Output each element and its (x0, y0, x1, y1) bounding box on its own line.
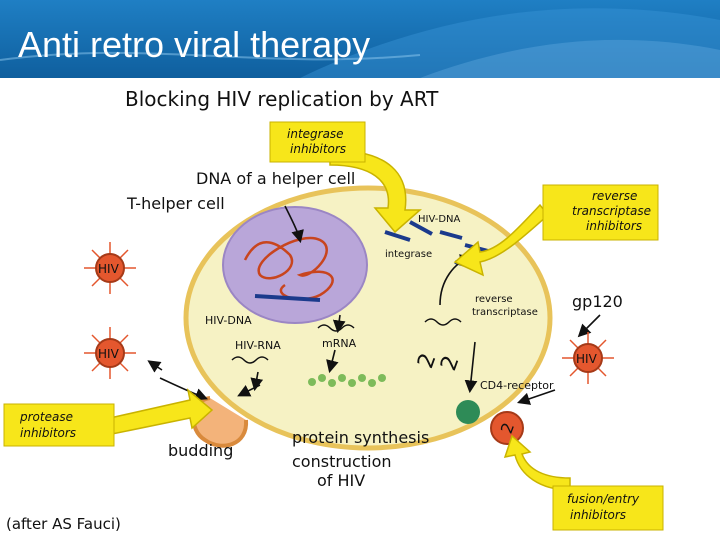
rti-label-1: reverse (592, 189, 637, 203)
hiv-particle-right: HIV (562, 332, 614, 384)
integrase-inhibitors-box (269, 121, 366, 163)
fusion-label-2: inhibitors (570, 508, 626, 522)
helper-cell-dna (243, 236, 334, 301)
of-hiv-label: of HIV (317, 471, 365, 490)
rti-label-2: transcriptase (572, 204, 651, 218)
budding-label: budding (168, 441, 233, 460)
t-helper-cell-label: T-helper cell (126, 194, 225, 213)
fusion-arrow (503, 434, 571, 491)
header-wave-decoration (0, 8, 720, 78)
protease-arrow (109, 388, 214, 435)
rti-box (542, 184, 659, 241)
integrase-inhibitors-label-2: inhibitors (290, 142, 346, 156)
mrna-label: mRNA (322, 337, 357, 350)
protease-label-2: inhibitors (20, 426, 76, 440)
construction-label: construction (292, 452, 392, 471)
hiv-label: HIV (576, 352, 598, 366)
slide-header: Anti retro viral therapy (0, 0, 720, 78)
diagram-heading: Blocking HIV replication by ART (125, 87, 439, 111)
rti-label-3: inhibitors (586, 219, 642, 233)
hiv-particle-left-2: HIV (84, 327, 136, 379)
protease-box (3, 403, 115, 447)
hiv-label: HIV (98, 347, 120, 361)
integrated-hiv-dna (254, 294, 321, 302)
credit-note: (after AS Fauci) (6, 515, 121, 533)
hiv-dna-nucleus-label: HIV-DNA (205, 314, 252, 327)
hiv-label: HIV (98, 262, 120, 276)
transcriptase-label: transcriptase (472, 307, 538, 318)
cd4-receptor-shape (456, 400, 480, 424)
reverse-label: reverse (475, 294, 513, 305)
rti-arrow (453, 203, 550, 277)
nucleus (222, 206, 368, 324)
hiv-rna-label: HIV-RNA (235, 339, 281, 352)
hiv-dna-cyto-label: HIV-DNA (418, 214, 461, 225)
viral-rna-strand (424, 318, 462, 326)
dna-helper-cell-label: DNA of a helper cell (196, 169, 355, 188)
protein-chain (308, 374, 386, 387)
hiv-rna-strand (231, 356, 269, 364)
hiv-particle-left-1: HIV (84, 242, 136, 294)
hiv-replication-diagram: Blocking HIV replication by ART (3, 87, 664, 531)
integrase-label: integrase (385, 249, 432, 260)
integrase-inhibitor-arrow (329, 149, 422, 234)
fusion-label-1: fusion/entry (567, 492, 640, 506)
hiv-particle-entering: 2 (490, 411, 524, 445)
integrase-inhibitors-label-1: integrase (287, 127, 344, 141)
cd4-receptor-label: CD4-receptor (480, 379, 554, 392)
gp120-label: gp120 (572, 292, 623, 311)
protease-label-1: protease (19, 410, 73, 424)
fusion-box (552, 485, 664, 531)
slide-title: Anti retro viral therapy (18, 24, 371, 65)
protein-synthesis-label: protein synthesis (292, 428, 429, 447)
